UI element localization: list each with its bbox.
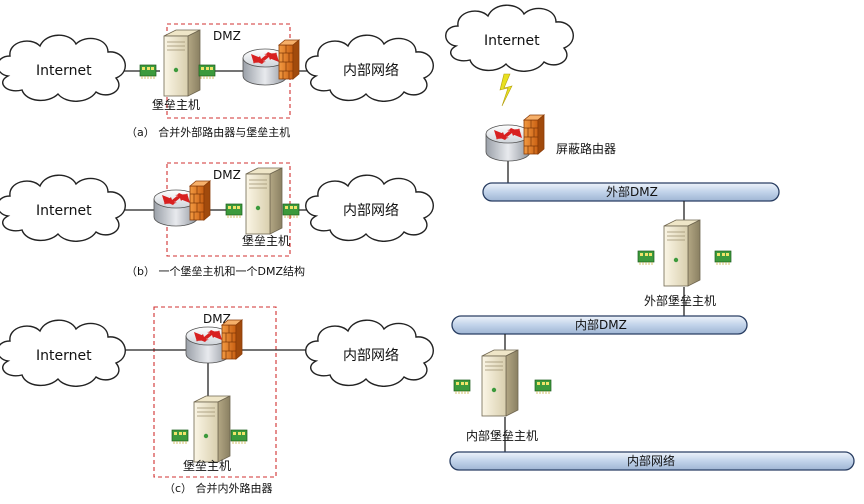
nic-icon <box>637 250 655 266</box>
nic-icon <box>139 64 157 80</box>
external-bastion-icon <box>663 219 701 287</box>
screening-router-label: 屏蔽路由器 <box>556 141 616 156</box>
internet-label: Internet <box>36 63 92 79</box>
internet-label: Internet <box>484 33 540 49</box>
caption-c: （c） 合并内外路由器 <box>164 481 273 495</box>
caption-a: （a） 合并外部路由器与堡垒主机 <box>126 125 290 139</box>
bastion-host-icon <box>193 395 231 463</box>
external-dmz-bus <box>482 182 780 202</box>
bastion-host-label: 堡垒主机 <box>183 458 231 473</box>
internal-dmz-bus <box>451 315 748 335</box>
bastion-host-icon <box>163 29 201 97</box>
nic-icon <box>230 429 248 445</box>
internal-network-label: 内部网络 <box>343 348 399 364</box>
internal-network-label: 内部网络 <box>627 453 675 468</box>
external-bastion-label: 外部堡垒主机 <box>644 293 716 308</box>
nic-icon <box>453 379 471 395</box>
firewall-icon <box>221 319 243 360</box>
dmz-boundary <box>153 306 277 478</box>
lightning-icon <box>499 73 513 107</box>
internet-label: Internet <box>36 203 92 219</box>
nic-icon <box>714 250 732 266</box>
diagram-right: Internet 屏蔽路由器 外部DMZ 外部堡垒主机 内部DMZ 内部堡垒主机… <box>445 4 855 471</box>
internal-network-label: 内部网络 <box>343 63 399 79</box>
external-dmz-label: 外部DMZ <box>606 184 658 199</box>
internal-network-label: 内部网络 <box>343 203 399 219</box>
firewall-icon <box>278 39 300 80</box>
nic-icon <box>171 429 189 445</box>
screening-router-icon <box>485 124 531 162</box>
bastion-host-icon <box>245 167 283 235</box>
internet-label: Internet <box>36 348 92 364</box>
diagram-c: DMZ Internet 堡垒主机 内部网络 （c） 合并内外路由器 <box>0 306 434 495</box>
nic-icon <box>225 203 243 219</box>
dmz-label: DMZ <box>213 29 241 43</box>
internal-network-bus <box>449 451 855 471</box>
caption-b: （b） 一个堡垒主机和一个DMZ结构 <box>126 264 305 278</box>
dmz-label: DMZ <box>213 168 241 182</box>
diagram-b: DMZ Internet 堡垒主机 内部网络 （b） 一个堡垒主机和一个DMZ结… <box>0 162 434 278</box>
internal-dmz-label: 内部DMZ <box>575 317 627 332</box>
firewall-icon <box>189 180 211 221</box>
dmz-label: DMZ <box>203 312 231 326</box>
diagram-a: DMZ Internet 堡垒主机 内部网络 （a） 合并外部路由器与堡垒主机 <box>0 23 434 139</box>
nic-icon <box>282 203 300 219</box>
internal-bastion-icon <box>481 349 519 417</box>
nic-icon <box>198 64 216 80</box>
firewall-icon <box>523 114 545 155</box>
internal-bastion-label: 内部堡垒主机 <box>466 428 538 443</box>
bastion-host-label: 堡垒主机 <box>152 97 200 112</box>
nic-icon <box>534 379 552 395</box>
bastion-host-label: 堡垒主机 <box>242 233 290 248</box>
